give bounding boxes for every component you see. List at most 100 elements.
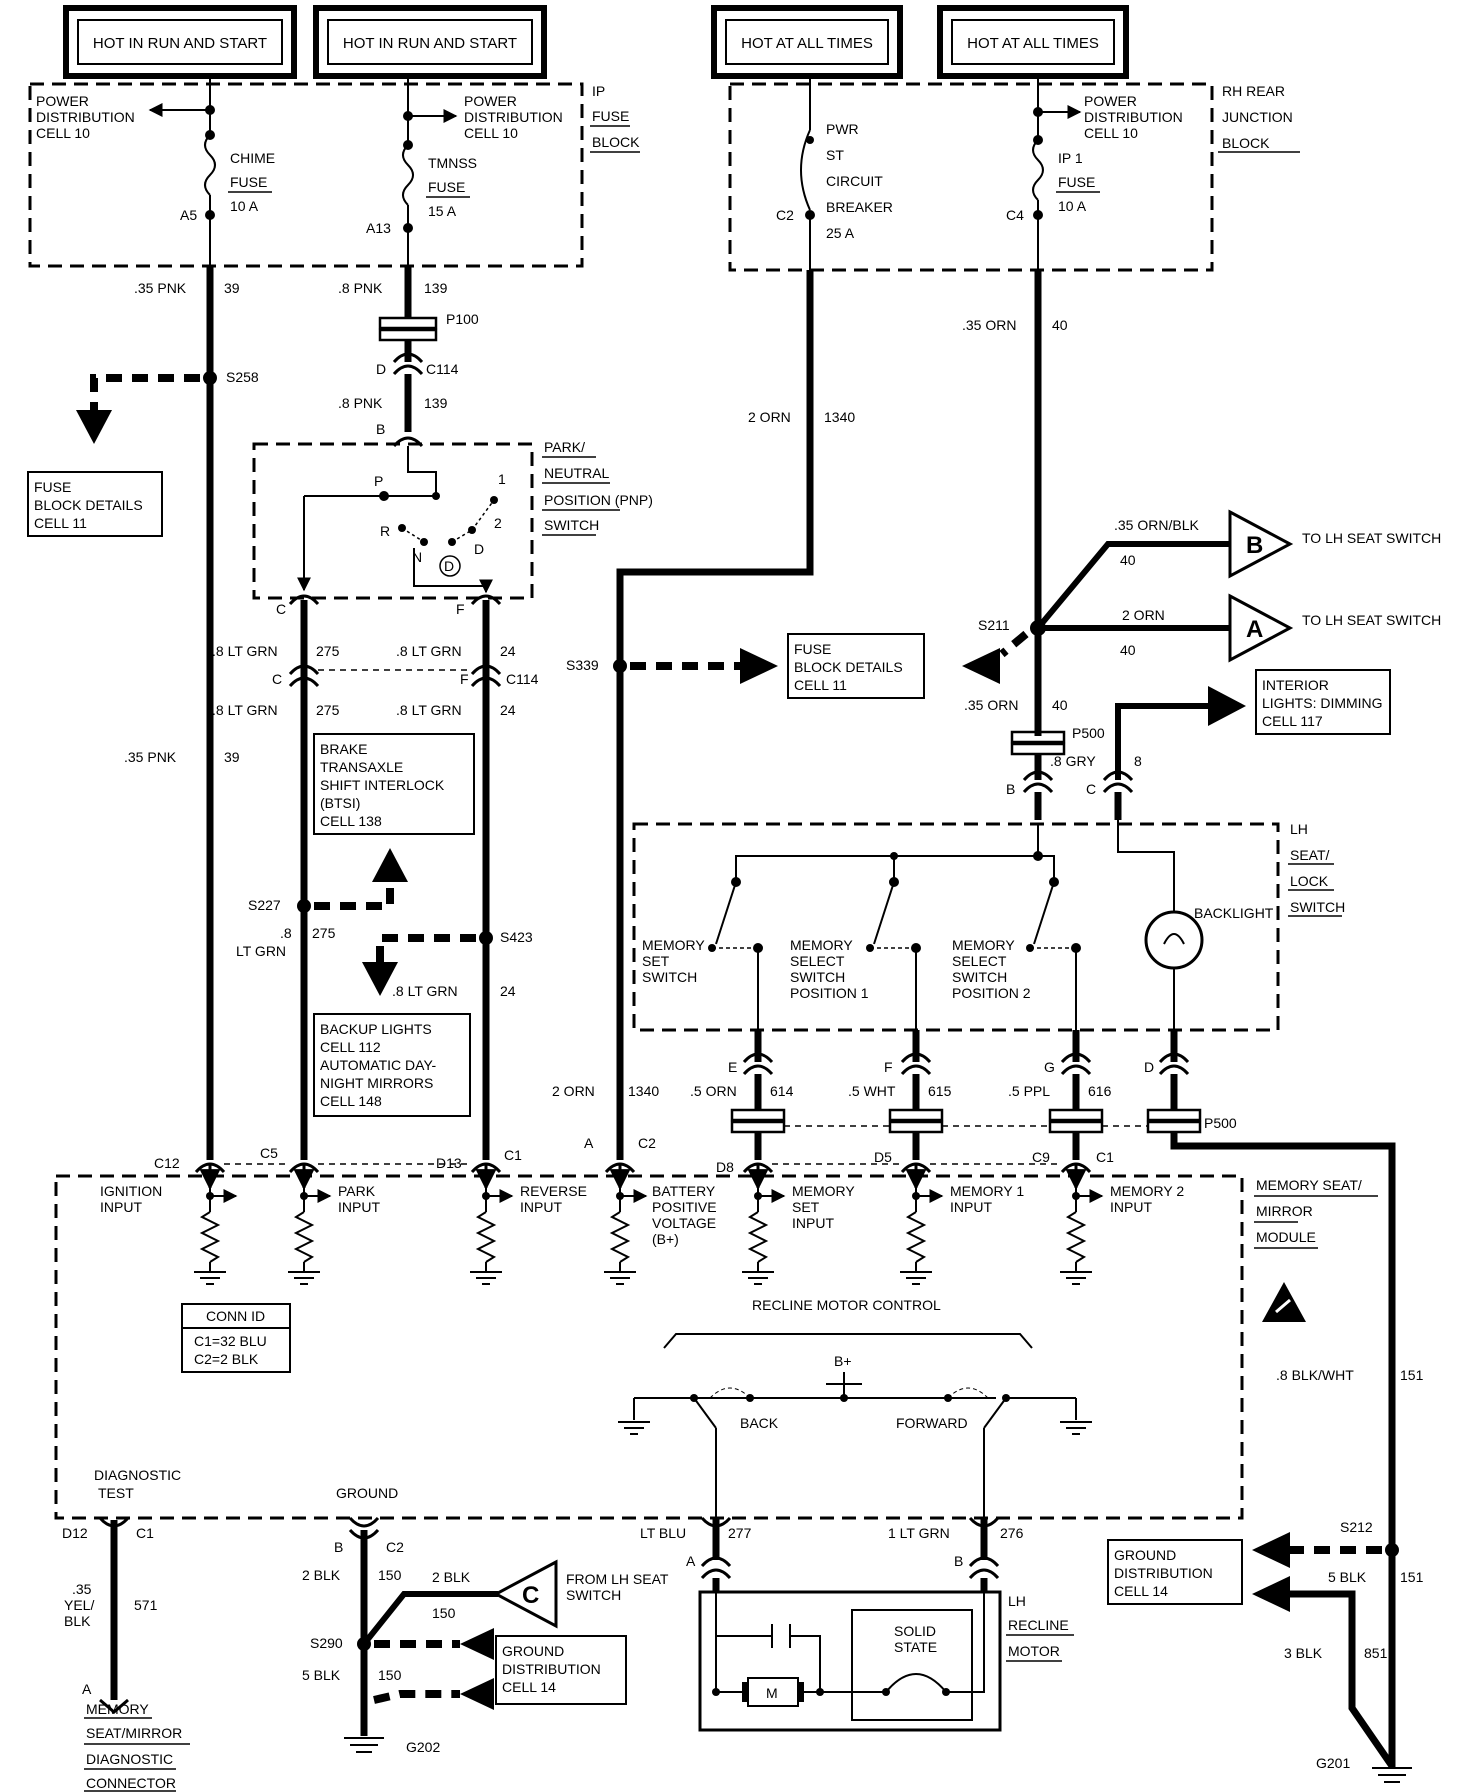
svg-text:C114: C114 <box>506 671 539 687</box>
svg-text:FROM LH SEAT: FROM LH SEAT <box>566 1571 669 1587</box>
svg-text:150: 150 <box>378 1667 402 1683</box>
input-label-rev-1: INPUT <box>520 1199 562 1215</box>
svg-text:.8 LT GRN: .8 LT GRN <box>396 643 462 659</box>
svg-text:SWITCH: SWITCH <box>790 969 845 985</box>
svg-text:B: B <box>1006 781 1015 797</box>
svg-text:151: 151 <box>1400 1367 1424 1383</box>
svg-text:HOT AT ALL TIMES: HOT AT ALL TIMES <box>741 35 873 52</box>
pin-c4-rh: C4 <box>1006 207 1024 223</box>
svg-text:SWITCH: SWITCH <box>952 969 1007 985</box>
svg-text:F: F <box>456 601 465 617</box>
header-hot-run-start-1: HOT IN RUN AND START <box>63 5 297 79</box>
svg-text:39: 39 <box>224 280 240 296</box>
svg-text:INTERIOR: INTERIOR <box>1262 677 1329 693</box>
splice-s423 <box>479 931 493 945</box>
module-pins: C12 C5 D13 C1 A C2 D8 D5 C9 C1 <box>154 1135 1114 1175</box>
input-label-m1-0: MEMORY 1 <box>950 1183 1024 1199</box>
arrow-left-icon-2 <box>460 1628 494 1660</box>
ground-icon-g202 <box>344 1737 384 1753</box>
ground-icon-g201 <box>1372 1767 1412 1783</box>
svg-text:2 BLK: 2 BLK <box>432 1569 471 1585</box>
svg-text:.8 BLK/WHT: .8 BLK/WHT <box>1276 1367 1354 1383</box>
ground-icon-forward <box>1060 1421 1092 1435</box>
svg-text:GROUND: GROUND <box>502 1643 564 1659</box>
svg-text:1340: 1340 <box>824 409 855 425</box>
svg-text:IP: IP <box>592 83 605 99</box>
svg-text:D8: D8 <box>716 1159 734 1175</box>
svg-text:POWER: POWER <box>36 93 89 109</box>
svg-text:5 BLK: 5 BLK <box>302 1667 341 1683</box>
svg-text:150: 150 <box>432 1605 456 1621</box>
ref-fuse-block-left: FUSE BLOCK DETAILS CELL 11 <box>27 471 163 537</box>
svg-text:2 ORN: 2 ORN <box>748 409 791 425</box>
svg-text:G: G <box>1044 1059 1055 1075</box>
svg-text:SOLID: SOLID <box>894 1623 936 1639</box>
svg-text:P500: P500 <box>1204 1115 1237 1131</box>
svg-text:D13: D13 <box>436 1155 462 1171</box>
recline-motor-control-label: RECLINE MOTOR CONTROL <box>752 1297 941 1313</box>
svg-text:POWER: POWER <box>1084 93 1137 109</box>
memory-select-2-label: MEMORY SELECT SWITCH POSITION 2 <box>952 937 1031 1001</box>
arrow-left-icon <box>962 648 1000 684</box>
svg-text:.35 PNK: .35 PNK <box>134 280 187 296</box>
svg-text:C5: C5 <box>260 1145 278 1161</box>
svg-text:SELECT: SELECT <box>952 953 1007 969</box>
svg-text:G201: G201 <box>1316 1755 1350 1771</box>
svg-text:RH REAR: RH REAR <box>1222 83 1285 99</box>
pnp-switch-outline <box>252 442 534 600</box>
svg-text:LH: LH <box>1008 1593 1026 1609</box>
svg-text:C114: C114 <box>426 361 459 377</box>
svg-text:DIAGNOSTIC: DIAGNOSTIC <box>94 1467 181 1483</box>
input-label-bat-1: POSITIVE <box>652 1199 717 1215</box>
input-label-mset-1: SET <box>792 1199 820 1215</box>
pin-c2-rh: C2 <box>776 207 794 223</box>
svg-text:C: C <box>272 671 282 687</box>
svg-text:40: 40 <box>1052 697 1068 713</box>
svg-text:3 BLK: 3 BLK <box>1284 1645 1323 1661</box>
svg-text:616: 616 <box>1088 1083 1112 1099</box>
svg-text:BACKUP LIGHTS: BACKUP LIGHTS <box>320 1021 432 1037</box>
svg-text:277: 277 <box>728 1525 752 1541</box>
svg-text:CELL 138: CELL 138 <box>320 813 382 829</box>
svg-text:1340: 1340 <box>628 1083 659 1099</box>
svg-text:40: 40 <box>1120 552 1136 568</box>
svg-text:SELECT: SELECT <box>790 953 845 969</box>
wire-151 <box>1170 1132 1396 1768</box>
from-lh-seat-label: FROM LH SEAT SWITCH <box>566 1571 669 1603</box>
svg-text:MEMORY: MEMORY <box>86 1701 149 1717</box>
ref-interior-lights: INTERIOR LIGHTS: DIMMING CELL 117 <box>1255 669 1391 735</box>
svg-text:IP 1: IP 1 <box>1058 150 1083 166</box>
svg-text:CELL 14: CELL 14 <box>1114 1583 1168 1599</box>
solid-state-box <box>851 1609 973 1721</box>
svg-text:(BTSI): (BTSI) <box>320 795 360 811</box>
svg-text:24: 24 <box>500 643 516 659</box>
conn-c-from-lh-seat: C <box>492 1559 558 1629</box>
svg-text:.35 ORN: .35 ORN <box>964 697 1018 713</box>
input-label-bat-2: VOLTAGE <box>652 1215 716 1231</box>
svg-text:.35: .35 <box>72 1581 92 1597</box>
svg-text:F: F <box>884 1059 893 1075</box>
svg-text:SWITCH: SWITCH <box>642 969 697 985</box>
svg-text:FUSE: FUSE <box>230 174 267 190</box>
svg-text:C: C <box>1086 781 1096 797</box>
splice-s212 <box>1385 1543 1399 1557</box>
svg-text:R: R <box>380 523 390 539</box>
arrow-left-icon-5 <box>1252 1576 1290 1612</box>
ip1-fuse-icon <box>1032 139 1044 201</box>
svg-text:B+: B+ <box>834 1353 852 1369</box>
svg-text:10 A: 10 A <box>230 198 259 214</box>
svg-text:139: 139 <box>424 280 448 296</box>
svg-text:B: B <box>954 1553 963 1569</box>
input-label-mset-2: INPUT <box>792 1215 834 1231</box>
memory-1-input <box>900 1162 944 1285</box>
svg-text:B: B <box>1246 532 1263 559</box>
svg-text:.35 PNK: .35 PNK <box>124 749 177 765</box>
connector-c114-d <box>392 352 424 376</box>
svg-text:SEAT/MIRROR: SEAT/MIRROR <box>86 1725 182 1741</box>
svg-text:BLK: BLK <box>64 1613 91 1629</box>
svg-text:.8 PNK: .8 PNK <box>338 280 383 296</box>
svg-text:FUSE: FUSE <box>428 179 465 195</box>
svg-text:DISTRIBUTION: DISTRIBUTION <box>36 109 135 125</box>
svg-text:.5 PPL: .5 PPL <box>1008 1083 1050 1099</box>
